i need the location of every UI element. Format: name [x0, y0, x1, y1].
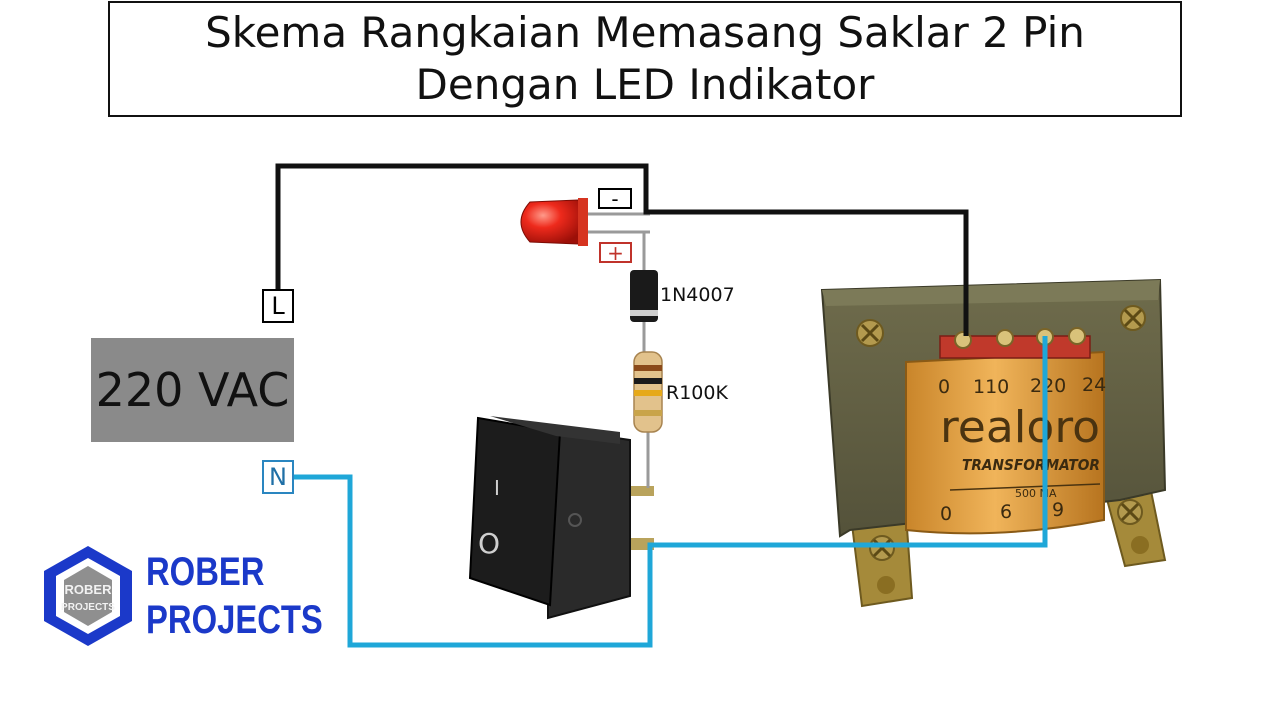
- brand-line-2: PROJECTS: [146, 598, 323, 642]
- tap-label: 24: [1082, 374, 1106, 396]
- transformer-coil: [905, 350, 1105, 535]
- title-line-1: Skema Rangkaian Memasang Saklar 2 Pin: [205, 8, 1085, 57]
- secondary-tap-label: 9: [1052, 499, 1064, 521]
- secondary-tap-label: 6: [1000, 501, 1012, 523]
- resistor-label: R100K: [666, 382, 728, 404]
- switch-on-mark: I: [494, 476, 500, 500]
- secondary-tap-label: 0: [940, 503, 952, 525]
- screw-icon: [1117, 499, 1143, 525]
- brand-line-1: ROBER: [146, 550, 265, 594]
- tap-label: 110: [973, 376, 1009, 398]
- voltage-source: 220 VAC: [91, 338, 294, 442]
- switch-body: [547, 426, 631, 620]
- transformer-type: TRANSFORMATOR: [962, 456, 1100, 474]
- tap-label: 0: [938, 376, 950, 398]
- logo-badge-line-1: ROBER: [65, 582, 113, 597]
- brand-name: ROBER PROJECTS: [146, 548, 323, 644]
- neutral-wire: [294, 336, 1048, 648]
- transformer: 0 110 220 24 realoro TRANSFORMATOR 500 M…: [820, 278, 1167, 608]
- led-indicator: [520, 198, 650, 246]
- transformer-rating: 500 MA: [1015, 487, 1057, 500]
- live-label: L: [262, 289, 294, 323]
- title-line-2: Dengan LED Indikator: [415, 60, 875, 109]
- logo-badge-line-2: PROJECTS: [61, 602, 115, 613]
- diode: [630, 270, 658, 322]
- rober-projects-logo-icon: ROBER PROJECTS: [44, 546, 132, 646]
- led-negative-label: -: [598, 188, 632, 209]
- screw-icon: [856, 319, 884, 347]
- diagram-title: Skema Rangkaian Memasang Saklar 2 Pin De…: [108, 1, 1182, 117]
- rocker-switch: I O: [468, 416, 654, 620]
- resistor: [633, 351, 663, 433]
- live-wire: [275, 163, 969, 336]
- neutral-label: N: [262, 460, 294, 494]
- screw-icon: [869, 535, 895, 561]
- diode-label: 1N4007: [660, 284, 735, 306]
- switch-rocker: [468, 416, 562, 607]
- tap-label: 220: [1030, 375, 1066, 397]
- led-positive-label: +: [599, 242, 632, 263]
- switch-off-mark: O: [478, 527, 500, 560]
- screw-icon: [1120, 305, 1146, 331]
- transformer-brand: realoro: [940, 402, 1100, 453]
